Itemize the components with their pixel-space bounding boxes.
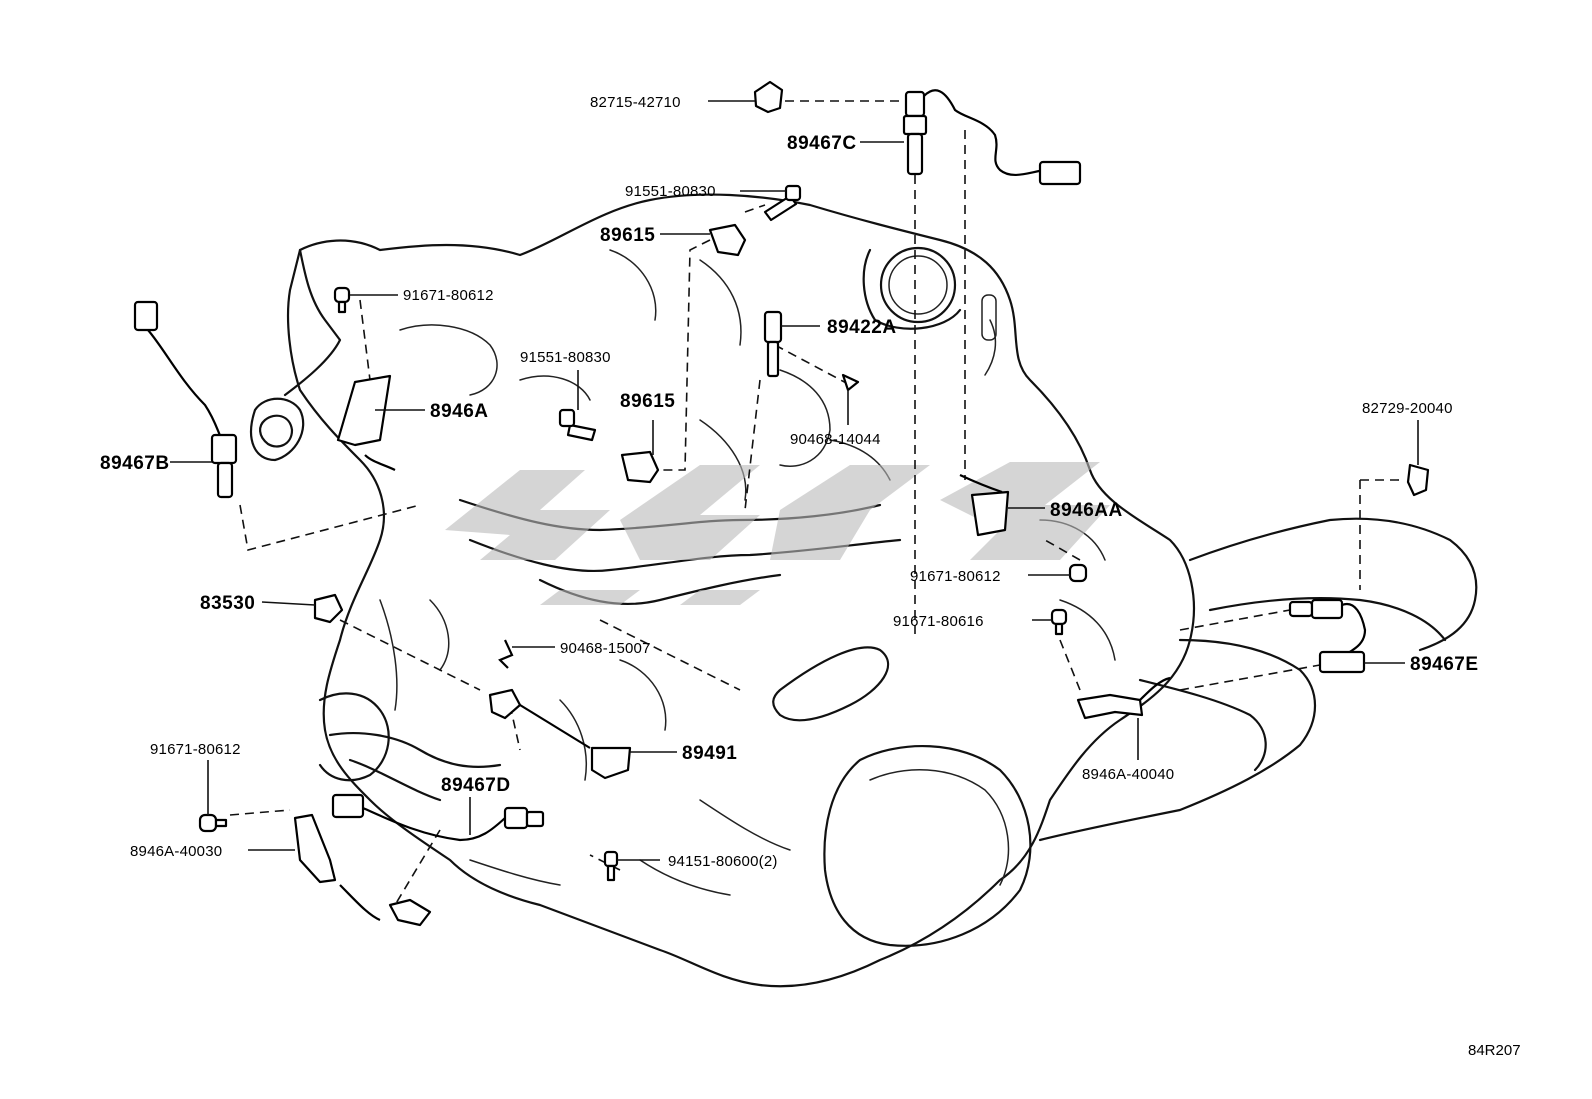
bolt-91551-80830-top xyxy=(763,184,802,222)
callout-89422A: 89422A xyxy=(827,317,897,338)
sensor-89491 xyxy=(488,688,632,780)
oxygen-sensor-89467B xyxy=(133,300,238,499)
oxygen-sensor-89467D xyxy=(331,793,545,842)
watermark-logo xyxy=(445,462,1110,605)
callout-91551-80830-top: 91551-80830 xyxy=(625,183,716,200)
callout-89491: 89491 xyxy=(682,743,737,764)
callout-89615-top: 89615 xyxy=(600,225,655,246)
bolt-91671-80612-tl xyxy=(333,286,351,314)
callout-90468-14044: 90468-14044 xyxy=(790,431,881,448)
clamp-82715-42710 xyxy=(753,80,784,114)
callout-89467C: 89467C xyxy=(787,133,857,154)
bolt-91671-80612-bl xyxy=(198,813,228,833)
diagram-reference-code: 84R207 xyxy=(1468,1042,1521,1059)
callout-89467B: 89467B xyxy=(100,453,170,474)
callout-90468-15007: 90468-15007 xyxy=(560,640,651,657)
bolt-91671-80612-right xyxy=(1068,563,1088,583)
engine-block-outline xyxy=(250,193,1478,988)
oxygen-sensor-89467C xyxy=(902,89,1082,186)
callout-8946A-40030: 8946A-40030 xyxy=(130,843,222,860)
callout-82729-20040: 82729-20040 xyxy=(1362,400,1453,417)
sensor-89615-mid xyxy=(620,450,660,484)
bolt-94151-80600 xyxy=(603,850,619,882)
bracket-8946AA xyxy=(959,474,1010,537)
callout-94151-80600: 94151-80600(2) xyxy=(668,853,778,870)
callout-8946AA: 8946AA xyxy=(1050,500,1123,521)
callout-89467D: 89467D xyxy=(441,775,511,796)
callout-82715-42710: 82715-42710 xyxy=(590,94,681,111)
bracket-8946A-40040 xyxy=(1076,676,1171,720)
callout-91671-80612-right: 91671-80612 xyxy=(910,568,1001,585)
bracket-8946A-40030 xyxy=(293,813,432,927)
callout-leader-lines xyxy=(170,100,1419,861)
clip-90468-14044 xyxy=(841,373,860,392)
callout-8946A: 8946A xyxy=(430,401,489,422)
callout-89467E: 89467E xyxy=(1410,654,1479,675)
callout-83530: 83530 xyxy=(200,593,255,614)
callout-91551-80830-mid: 91551-80830 xyxy=(520,349,611,366)
oxygen-sensor-89467E xyxy=(1288,598,1367,674)
clamp-82729-20040 xyxy=(1406,463,1430,497)
callout-labels: 82715-42710 89467C 91551-80830 89615 916… xyxy=(100,94,1521,1059)
callout-91671-80612-tl: 91671-80612 xyxy=(403,287,494,304)
clip-90468-15007 xyxy=(498,639,514,669)
bracket-8946A xyxy=(336,374,396,471)
callout-8946A-40040: 8946A-40040 xyxy=(1082,766,1174,783)
sensor-89422A xyxy=(763,310,783,378)
callout-89615-mid: 89615 xyxy=(620,391,675,412)
plug-83530 xyxy=(313,593,344,624)
callout-91671-80616: 91671-80616 xyxy=(893,613,984,630)
sensor-89615-top xyxy=(708,223,747,257)
bolt-91671-80616 xyxy=(1050,608,1068,636)
bolt-91551-80830-mid xyxy=(558,408,597,442)
callout-91671-80612-bl: 91671-80612 xyxy=(150,741,241,758)
